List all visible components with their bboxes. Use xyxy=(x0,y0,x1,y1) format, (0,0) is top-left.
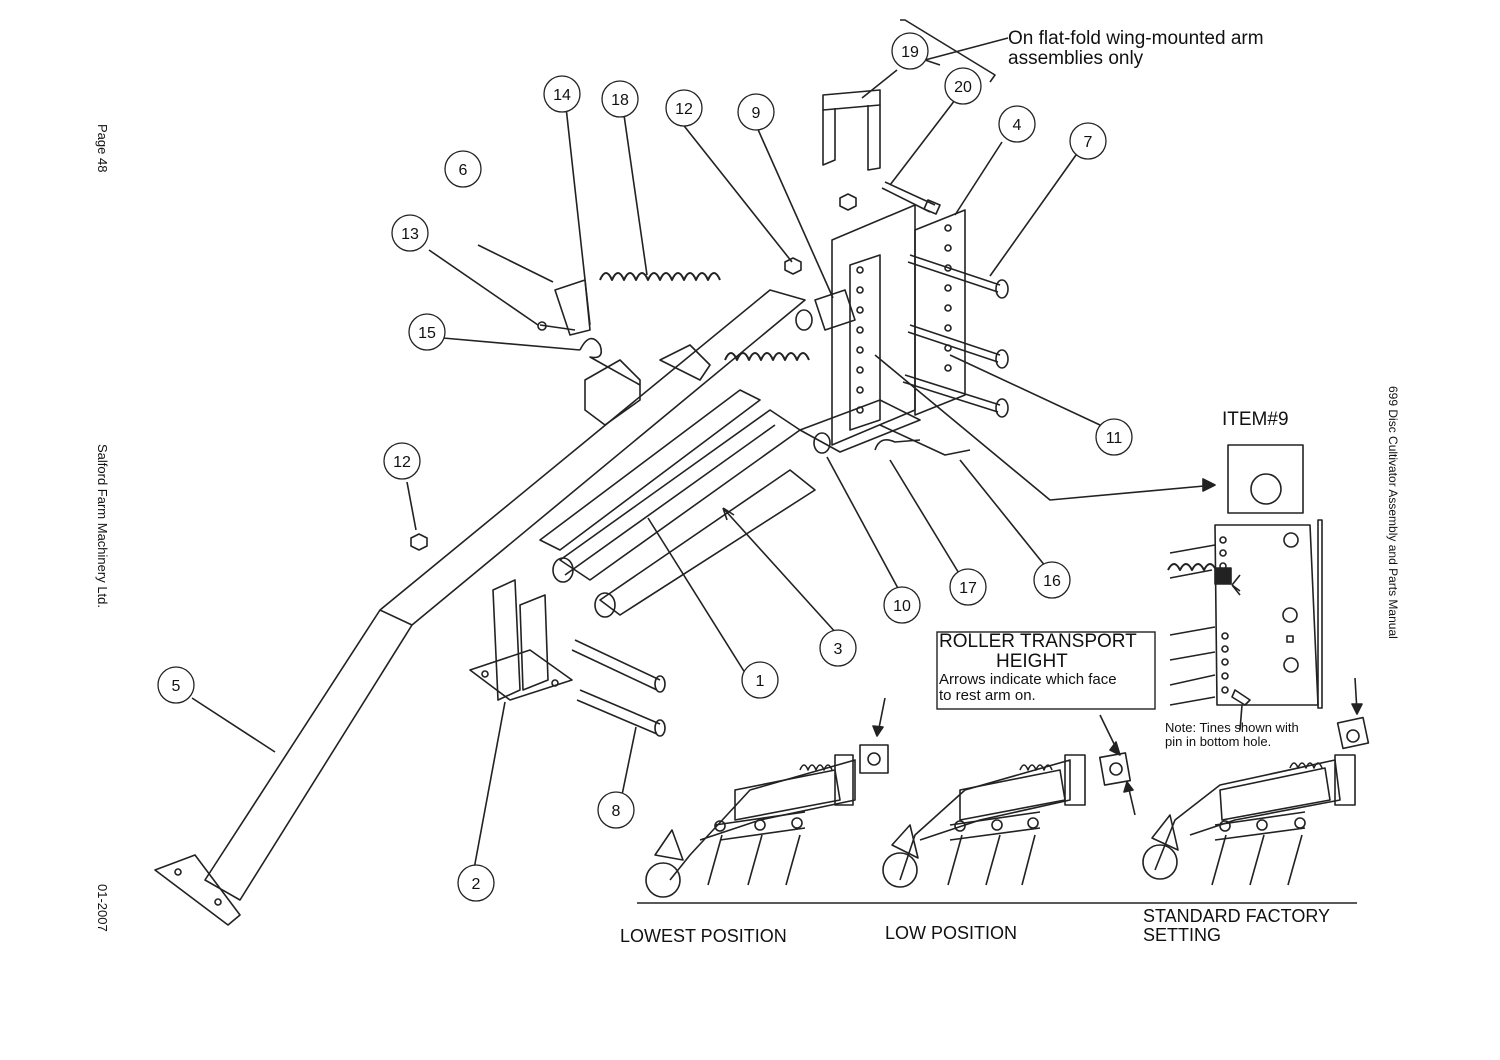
callout-3: 3 xyxy=(834,641,843,658)
roller-title-2: HEIGHT xyxy=(996,650,1068,672)
spring-lower xyxy=(724,352,810,361)
callout-12-top: 12 xyxy=(675,101,693,118)
sketch-lowest xyxy=(645,697,889,898)
main-arm-5 xyxy=(204,289,806,901)
detail-note-2: pin in bottom hole. xyxy=(1165,733,1272,749)
roller-note-2: to rest arm on. xyxy=(939,686,1036,704)
detail-note: Note: Tines shown with pin in bottom hol… xyxy=(1165,721,1299,748)
callout-16: 16 xyxy=(1043,573,1061,590)
callout-19: 19 xyxy=(901,44,919,61)
callout-7: 7 xyxy=(1084,134,1093,151)
tube-3 xyxy=(599,469,816,616)
roller-box-frame xyxy=(936,631,1156,710)
callout-20: 20 xyxy=(954,79,972,96)
sketch-low xyxy=(882,714,1136,888)
label-standard-setting: STANDARD FACTORY SETTING xyxy=(1143,907,1330,945)
sketch-standard xyxy=(1142,754,1356,886)
wing-note-line2: assemblies only xyxy=(1008,47,1144,69)
callout-11: 11 xyxy=(1106,430,1123,447)
detail-note-1: Note: Tines shown with xyxy=(1165,720,1299,735)
callout-2: 2 xyxy=(472,876,481,893)
wing-note: On flat-fold wing-mounted arm assemblies… xyxy=(1008,29,1264,69)
plate-4 xyxy=(914,209,966,416)
callout-5: 5 xyxy=(172,678,181,695)
callout-17: 17 xyxy=(959,580,977,597)
roller-note-1: Arrows indicate which face xyxy=(939,670,1117,688)
callout-13: 13 xyxy=(401,226,419,243)
callout-10: 10 xyxy=(893,598,911,615)
spring-18 xyxy=(599,272,721,281)
roller-title-1: ROLLER TRANSPORT xyxy=(939,631,1137,652)
label-standard-1: STANDARD FACTORY xyxy=(1143,906,1331,926)
callout-1: 1 xyxy=(756,673,765,690)
label-lowest-position: LOWEST POSITION xyxy=(620,926,787,946)
item9-title: ITEM#9 xyxy=(1222,409,1289,430)
plate-left xyxy=(831,204,916,446)
bracket-19 xyxy=(822,89,881,111)
callout-18: 18 xyxy=(611,92,629,109)
callout-4: 4 xyxy=(1013,117,1022,134)
roller-box: ROLLER TRANSPORT HEIGHT Arrows indicate … xyxy=(939,632,1137,703)
callout-9: 9 xyxy=(752,105,761,122)
callout-8: 8 xyxy=(612,803,621,820)
callout-6: 6 xyxy=(459,162,468,179)
callout-14: 14 xyxy=(553,87,571,104)
bracket-2 xyxy=(469,649,573,701)
label-low-position: LOW POSITION xyxy=(885,923,1018,943)
foot-plate xyxy=(154,854,241,926)
item9-leader xyxy=(874,354,1216,501)
label-standard-2: SETTING xyxy=(1143,924,1222,945)
callout-15: 15 xyxy=(418,325,436,342)
callout-12-left: 12 xyxy=(393,454,411,471)
block-9 xyxy=(814,289,856,331)
wing-note-line1: On flat-fold wing-mounted arm xyxy=(1008,28,1264,49)
